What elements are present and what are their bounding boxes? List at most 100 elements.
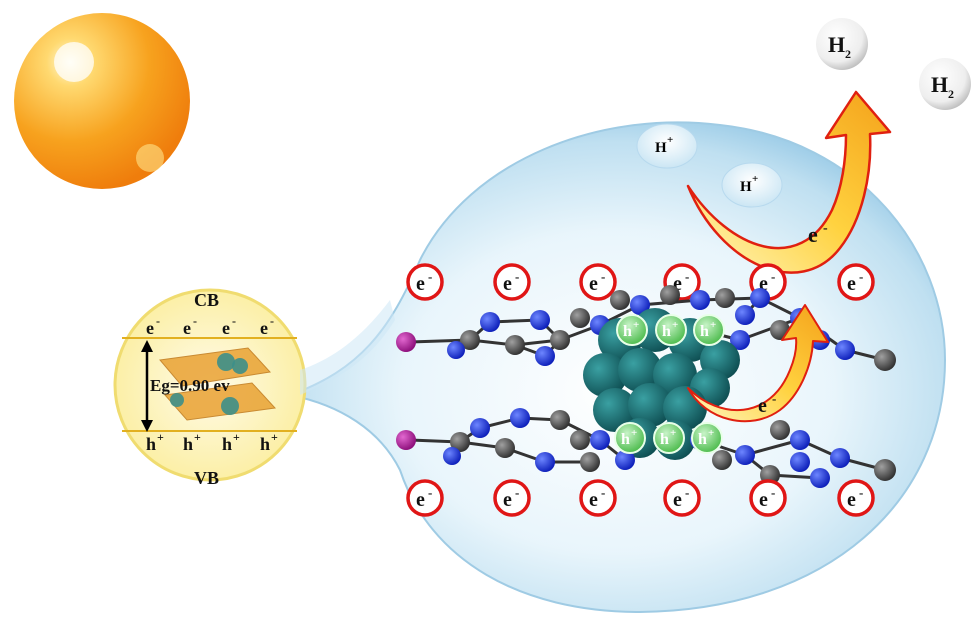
svg-text:h: h (621, 431, 630, 448)
electron-badge: e- (406, 479, 444, 517)
svg-text:e: e (146, 318, 154, 338)
band-gap-value: Eg=0.90 ev (150, 376, 230, 395)
svg-text:e: e (222, 318, 230, 338)
svg-text:-: - (771, 485, 775, 500)
electron-badge: e- (837, 479, 875, 517)
electron-badge: e- (406, 263, 444, 301)
electron-badge: e- (493, 263, 531, 301)
svg-text:e: e (673, 273, 682, 295)
svg-text:+: + (194, 430, 201, 444)
svg-text:e: e (589, 489, 598, 511)
svg-text:e: e (673, 489, 682, 511)
svg-text:h: h (662, 323, 671, 340)
svg-text:e: e (589, 273, 598, 295)
proton-label: H (740, 179, 752, 195)
svg-text:-: - (270, 314, 274, 328)
svg-text:h: h (222, 434, 232, 454)
svg-text:-: - (232, 314, 236, 328)
vb-holes: h+ h+ h+ h+ (146, 430, 278, 454)
electron-badge: e- (579, 263, 617, 301)
h2-subscript: 2 (845, 47, 851, 61)
svg-text:h: h (700, 323, 709, 340)
conduction-band-label: CB (194, 290, 219, 310)
electron-label: e (758, 395, 767, 417)
electron-migration-arrow-icon: e - (687, 304, 829, 423)
bandgap-double-arrow-icon (141, 340, 153, 432)
hole-badge: h+ (655, 314, 687, 346)
electron-badge: e- (663, 479, 701, 517)
svg-text:h: h (660, 431, 669, 448)
svg-text:-: - (193, 314, 197, 328)
svg-text:h: h (698, 431, 707, 448)
svg-text:+: + (271, 430, 278, 444)
h2-label: H (828, 32, 845, 57)
electron-badge: e- (749, 479, 787, 517)
svg-text:e: e (416, 489, 425, 511)
hole-badge: h+ (691, 422, 723, 454)
svg-text:e: e (260, 318, 268, 338)
svg-text:+: + (157, 430, 164, 444)
svg-text:+: + (633, 319, 639, 331)
electron-badge: e- (837, 263, 875, 301)
electron-badge: e- (493, 479, 531, 517)
hole-badge: h+ (653, 422, 685, 454)
proton-label: H (655, 140, 667, 156)
hole-badge: h+ (614, 422, 646, 454)
electron-label: e (808, 222, 818, 247)
zoom-connector (300, 300, 395, 395)
svg-text:+: + (708, 427, 714, 439)
svg-text:-: - (685, 269, 689, 284)
svg-text:+: + (672, 319, 678, 331)
h2-molecule: H 2 (816, 18, 868, 70)
electron-badge: e- (579, 479, 617, 517)
svg-text:h: h (260, 434, 270, 454)
svg-text:-: - (515, 269, 519, 284)
h2-label: H (931, 72, 948, 97)
svg-text:e: e (759, 489, 768, 511)
svg-text:e: e (503, 489, 512, 511)
svg-text:-: - (156, 314, 160, 328)
proton-charge: + (752, 173, 758, 185)
electron-row-top: e- e- e- e- e- e- (406, 263, 875, 301)
svg-text:h: h (146, 434, 156, 454)
band-gap-inset: CB VB e- e- e- e- h+ h+ h+ h+ (113, 288, 307, 488)
hole-badge: h+ (693, 314, 725, 346)
electron-charge: - (823, 221, 828, 236)
h2-molecule: H 2 (919, 58, 971, 110)
svg-text:-: - (515, 485, 519, 500)
svg-text:e: e (416, 273, 425, 295)
valence-band-label: VB (194, 468, 219, 488)
svg-text:-: - (601, 269, 605, 284)
proton-bubble: H + (636, 123, 698, 169)
proton-bubble: H + (721, 162, 783, 208)
svg-text:+: + (710, 319, 716, 331)
svg-text:-: - (428, 485, 432, 500)
svg-text:-: - (428, 269, 432, 284)
sun-icon (14, 13, 190, 189)
svg-text:e: e (847, 273, 856, 295)
svg-text:-: - (601, 485, 605, 500)
proton-charge: + (667, 134, 673, 146)
material-sheets-icon (159, 347, 277, 421)
svg-text:+: + (631, 427, 637, 439)
atoms-top (396, 285, 896, 371)
electron-charge: - (772, 391, 776, 406)
svg-text:+: + (670, 427, 676, 439)
hole-badge: h+ (616, 314, 648, 346)
metal-cluster (583, 308, 740, 460)
svg-text:-: - (859, 269, 863, 284)
svg-text:-: - (771, 269, 775, 284)
svg-text:e: e (847, 489, 856, 511)
svg-text:+: + (233, 430, 240, 444)
svg-text:-: - (859, 485, 863, 500)
svg-text:h: h (623, 323, 632, 340)
svg-text:e: e (503, 273, 512, 295)
svg-text:-: - (685, 485, 689, 500)
hole-row-top: h+ h+ h+ (616, 314, 725, 346)
electron-row-bottom: e- e- e- e- e- e- (406, 479, 875, 517)
h2-subscript: 2 (948, 87, 954, 101)
svg-text:e: e (183, 318, 191, 338)
svg-text:e: e (759, 273, 768, 295)
